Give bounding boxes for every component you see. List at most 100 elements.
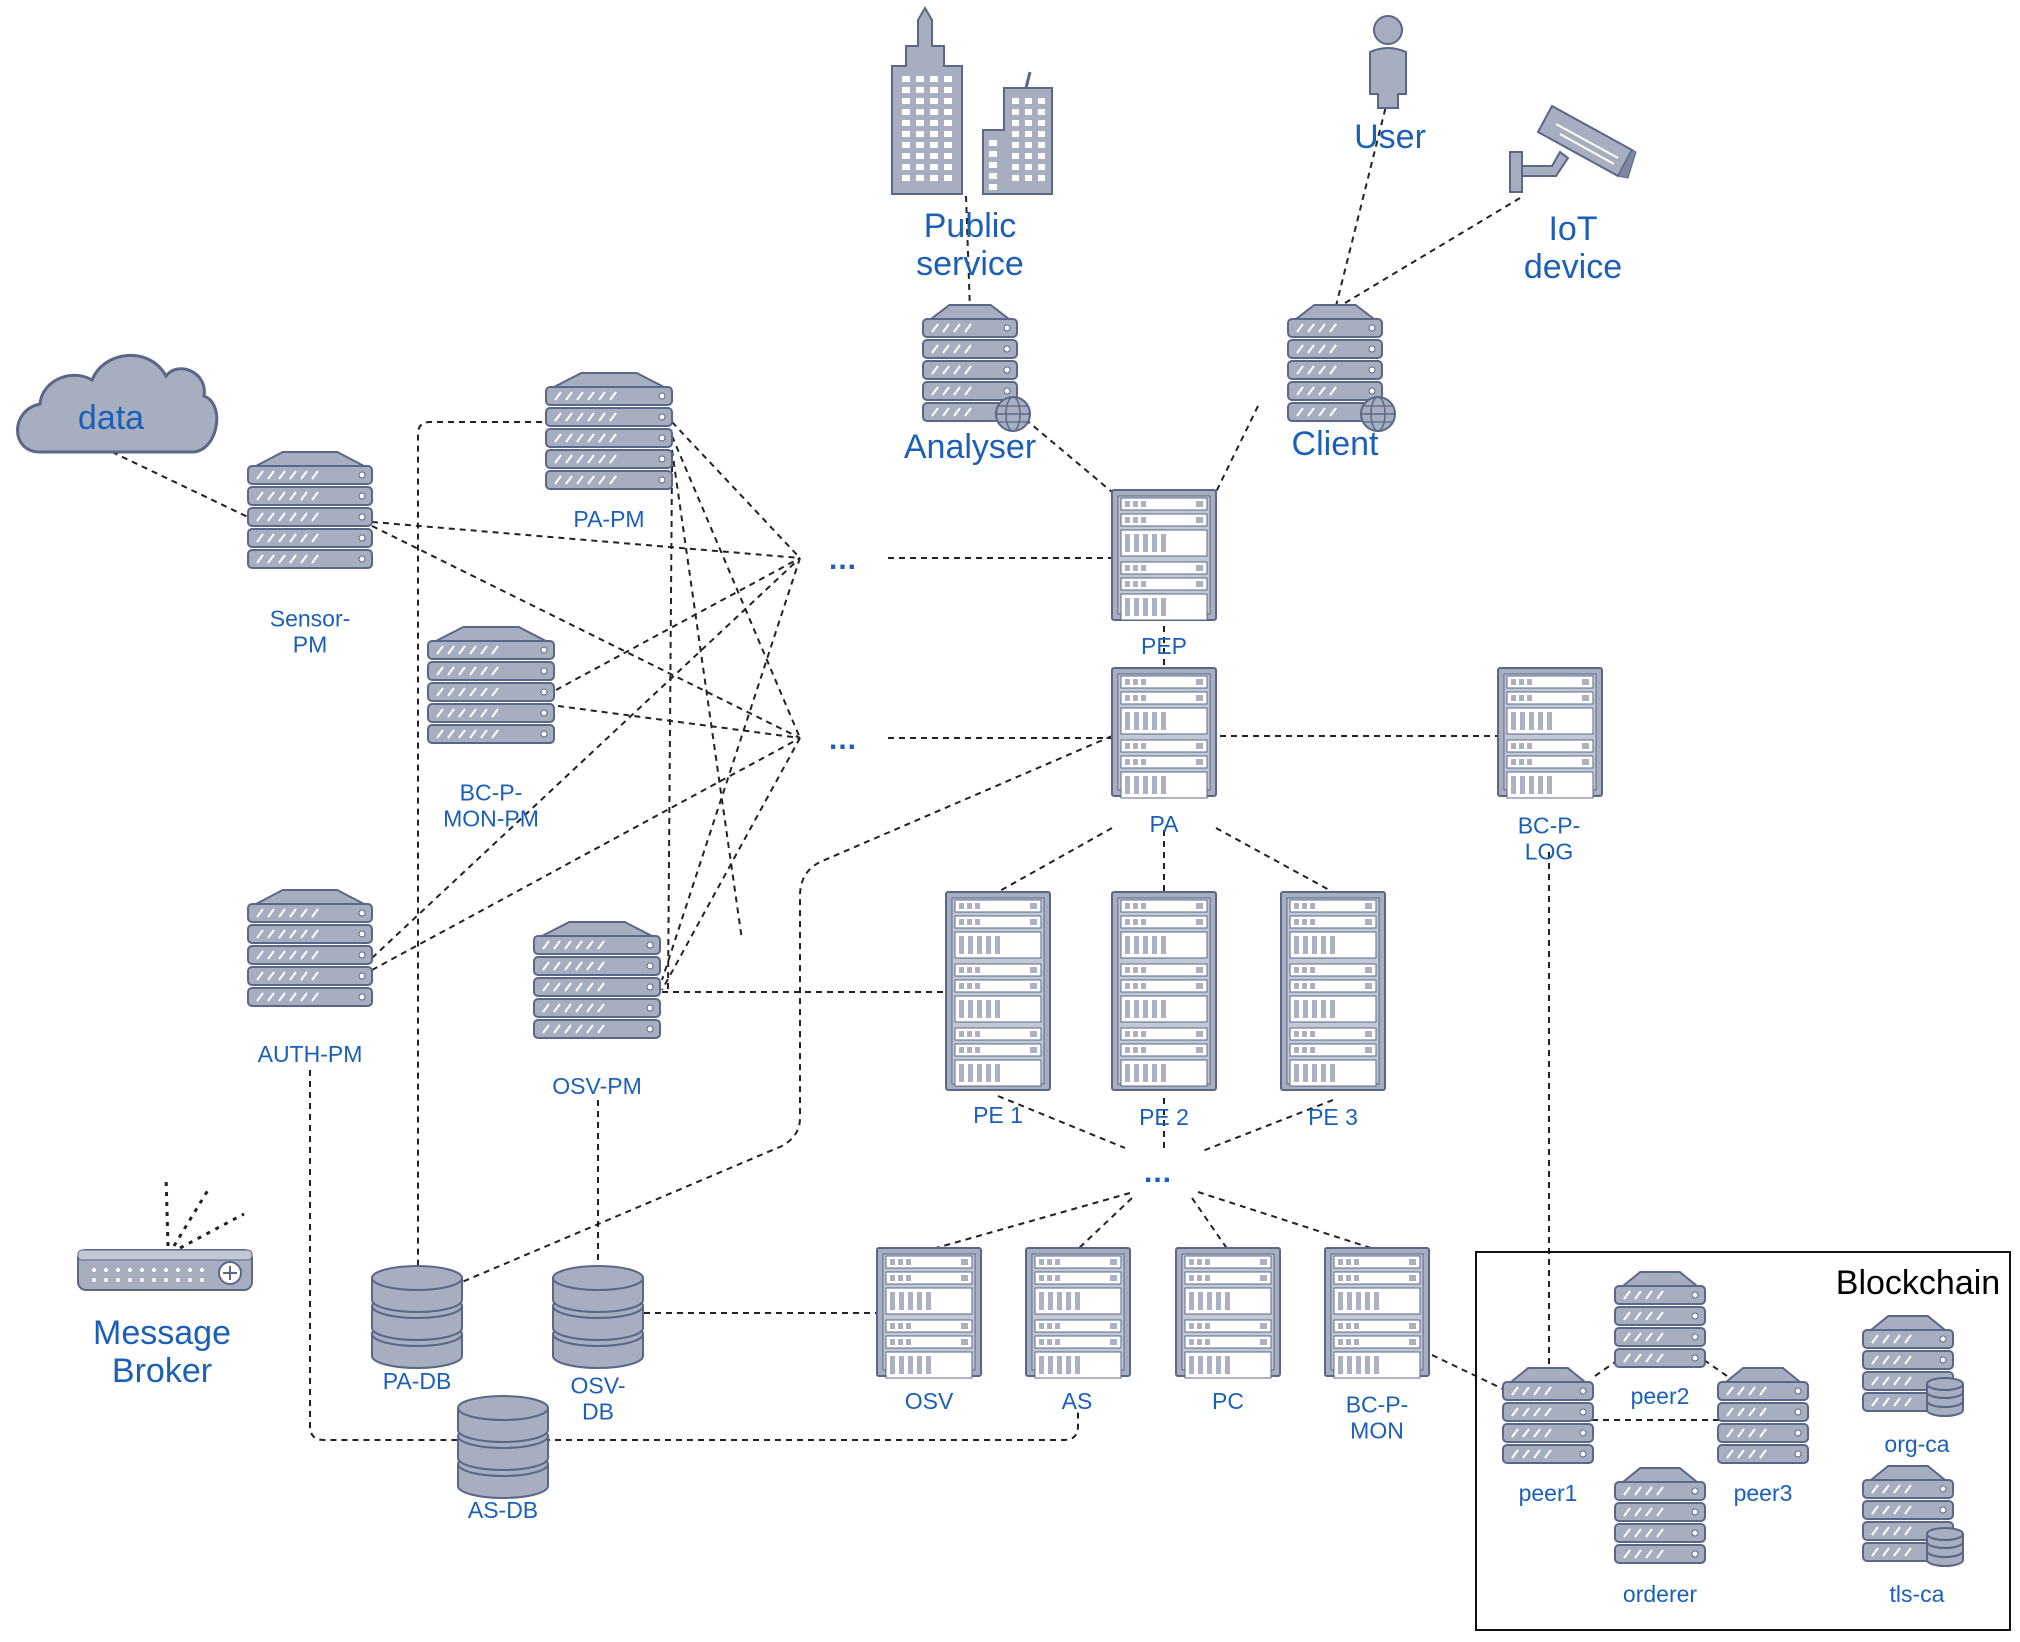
router-signal-1: [164, 1175, 170, 1247]
auth-pm-server-icon: [247, 889, 373, 1007]
pep-rack-icon: [1111, 489, 1217, 621]
message-broker-router-icon: [77, 1175, 253, 1291]
label-iot-device: IoT device: [1523, 209, 1623, 286]
node-icons: [16, 6, 2011, 1631]
line-bc-p-mon-pm-to-hub-mid: [557, 705, 801, 739]
blockchain-box: [1475, 1251, 2011, 1631]
label-user: User: [1354, 117, 1426, 156]
line-pa-pm-to-osv-pm-a: [671, 449, 743, 941]
pa-pm-server-icon: [545, 372, 673, 490]
line-pe1-to-hub-bottom: [997, 1095, 1126, 1149]
line-hub-bottom-to-as: [1076, 1197, 1133, 1251]
label-tls-ca: tls-ca: [1889, 1581, 1945, 1608]
line-pa-pm-to-hub-top-a: [671, 421, 801, 559]
pc-rack-icon: [1175, 1247, 1281, 1379]
label-peer3: peer3: [1733, 1480, 1793, 1507]
label-bc-p-log: BC-P- LOG: [1517, 812, 1581, 864]
label-osv: OSV: [904, 1388, 954, 1415]
osv-pm-server-icon: [533, 921, 661, 1039]
label-bc-p-mon-pm: BC-P- MON-PM: [443, 779, 539, 831]
orderer-server-icon: [1614, 1467, 1706, 1564]
pa-db-cylinder-icon: [371, 1265, 463, 1369]
ellipsis-mid: ...: [828, 723, 858, 757]
label-pep: PEP: [1140, 633, 1188, 660]
line-as-db-to-as: [544, 1412, 1079, 1441]
line-pa-to-pe1: [997, 827, 1113, 893]
line-user-to-client: [1335, 97, 1389, 307]
label-as-db: AS-DB: [467, 1497, 539, 1524]
label-osv-pm: OSV-PM: [552, 1073, 642, 1100]
line-data-to-sensor-pm: [111, 451, 251, 519]
bc-p-mon-pm-server-icon: [427, 626, 555, 744]
user-person-icon: [1369, 15, 1407, 109]
analyser-server-icon: [922, 304, 1031, 432]
osv-db-cylinder-icon: [552, 1265, 644, 1369]
label-analyser: Analyser: [903, 427, 1037, 466]
peer1-server-icon: [1502, 1367, 1594, 1464]
line-client-to-pep: [1215, 405, 1259, 493]
label-orderer: orderer: [1622, 1581, 1698, 1608]
label-peer1: peer1: [1518, 1480, 1578, 1507]
line-sensor-pm-to-hub-mid: [371, 525, 801, 739]
line-hub-top-to-osv-pm: [661, 557, 801, 981]
line-bc-p-mon-pm-to-hub-top: [555, 557, 801, 691]
connection-lines: [111, 97, 1728, 1441]
line-pa-to-pe3: [1215, 827, 1334, 893]
org-ca-server-icon: [1862, 1315, 1964, 1417]
line-hub-bottom-to-osv: [928, 1192, 1131, 1251]
ellipsis-bottom: ...: [1143, 1156, 1173, 1190]
line-pa-to-pa-db: [461, 735, 1113, 1283]
tls-ca-server-icon: [1862, 1465, 1964, 1567]
sensor-pm-server-icon: [247, 451, 373, 569]
label-bc-p-mon: BC-P- MON: [1345, 1391, 1409, 1443]
line-public-service-to-analyser: [965, 195, 971, 311]
label-sensor-pm: Sensor- PM: [269, 605, 351, 657]
label-as: AS: [1061, 1388, 1093, 1415]
iot-camera-icon: [1509, 104, 1637, 193]
label-peer2: peer2: [1630, 1383, 1690, 1410]
label-client: Client: [1291, 424, 1379, 463]
peer2-server-icon: [1614, 1271, 1706, 1368]
label-org-ca: org-ca: [1884, 1431, 1950, 1458]
as-db-cylinder-icon: [457, 1395, 549, 1499]
osv-rack-icon: [876, 1247, 982, 1379]
line-auth-pm-to-hub-top: [371, 557, 801, 959]
pe3-rack-icon: [1280, 891, 1386, 1091]
line-auth-pm-to-hub-mid: [371, 737, 801, 971]
label-pa-db: PA-DB: [382, 1368, 452, 1395]
bc-p-log-rack-icon: [1497, 667, 1603, 799]
label-pa-pm: PA-PM: [573, 506, 645, 533]
peer3-server-icon: [1717, 1367, 1809, 1464]
router-signal-3: [179, 1212, 245, 1250]
label-pa: PA: [1149, 811, 1179, 838]
line-sensor-pm-to-hub-top: [371, 521, 801, 559]
line-pe3-to-hub-bottom: [1199, 1099, 1334, 1153]
line-pa-pm-to-hub-mid: [671, 435, 801, 739]
label-pe1: PE 1: [973, 1102, 1023, 1129]
pa-rack-icon: [1111, 667, 1217, 799]
label-auth-pm: AUTH-PM: [257, 1041, 363, 1068]
line-auth-pm-to-as-db: [309, 1070, 460, 1441]
line-iot-device-to-client: [1339, 197, 1521, 307]
label-message-broker: Message Broker: [93, 1313, 231, 1390]
label-blockchain: Blockchain: [1835, 1263, 2001, 1302]
ellipsis-top: ...: [828, 543, 858, 577]
line-bc-p-mon-to-peer1: [1431, 1354, 1506, 1391]
bc-p-mon-rack-icon: [1324, 1247, 1430, 1379]
label-data: data: [77, 398, 145, 437]
line-hub-bottom-to-pc: [1191, 1197, 1229, 1251]
label-osv-db: OSV- DB: [570, 1372, 626, 1424]
public-service-building-icon: [891, 6, 1053, 195]
as-rack-icon: [1025, 1247, 1131, 1379]
data-cloud-icon: [16, 353, 219, 454]
line-hub-bottom-to-bc-p-mon: [1197, 1191, 1378, 1251]
pe1-rack-icon: [945, 891, 1051, 1091]
router-signal-2: [172, 1189, 210, 1247]
label-public-service: Public service: [916, 206, 1024, 283]
line-pa-pm-to-pa-db: [417, 421, 542, 1268]
label-pc: PC: [1212, 1388, 1244, 1415]
pe2-rack-icon: [1111, 891, 1217, 1091]
line-peer2-to-peer3: [1703, 1359, 1728, 1377]
